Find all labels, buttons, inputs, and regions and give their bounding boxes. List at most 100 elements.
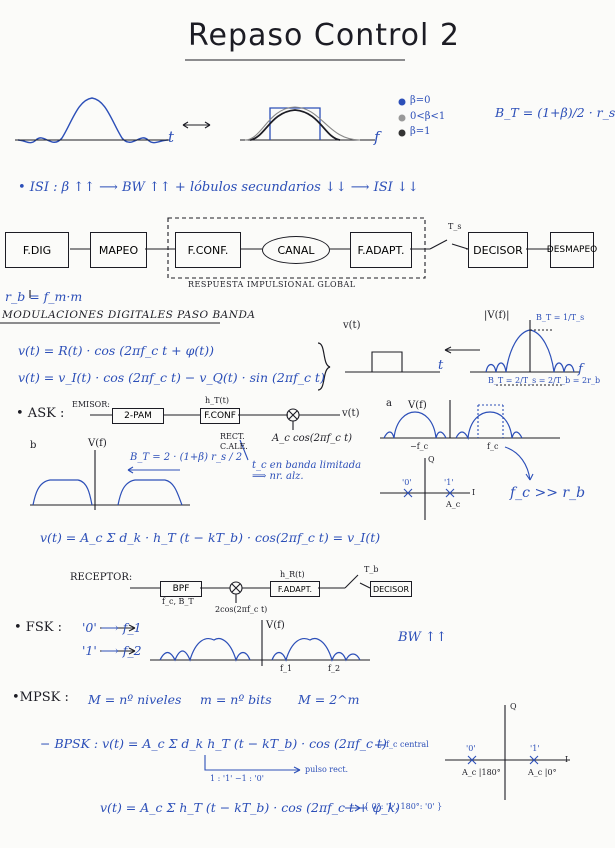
rx-lines — [130, 582, 371, 589]
drawing-layer — [0, 59, 580, 812]
ask-output-eq: v(t) = A_c Σ d_k · h_T (t − kT_b) · cos(… — [40, 530, 381, 545]
sampler-switch — [429, 239, 448, 250]
rx-bpf-sub: f_c, B_T — [162, 597, 194, 606]
bpsk-pulse: pulso rect. — [305, 765, 349, 774]
fourier-arrow — [182, 121, 211, 129]
impulse-dashed-box — [167, 217, 426, 279]
mpsk-levels: M = nº niveles — [88, 692, 182, 707]
equation-brace — [317, 342, 331, 391]
vt-rect-pulse — [371, 351, 403, 372]
ask-bb-vf: V(f) — [88, 438, 107, 449]
t-label-1: t — [168, 128, 175, 146]
bpsk-dk-map: 1 : '1' −1 : '0' — [210, 774, 264, 783]
bpsk-sym0-label: '0' — [466, 744, 476, 753]
ask-fconf-block: F.CONF — [200, 408, 240, 424]
bpsk-sym1 — [529, 755, 539, 765]
block-desmapeo: DESMAPEO — [547, 232, 597, 268]
ask-sym1 — [445, 488, 455, 498]
ask-carrier: A_c cos(2πf_c t) — [272, 433, 352, 444]
bpsk-sym0 — [467, 755, 477, 765]
isi-line: • ISI : β ↑↑ ⟶ BW ↑↑ + lóbulos secundari… — [18, 180, 419, 195]
ask-cale: C.ALE. — [220, 442, 248, 451]
phase-eq: v(t) = A_c Σ h_T (t − kT_b) · cos (2πf_c… — [100, 800, 400, 815]
ask-fc-neg: −f_c — [410, 442, 429, 451]
rx-sampler — [344, 574, 359, 589]
legend-dot-grey — [398, 114, 406, 122]
phase-map: { 0°: '1', 180°: '0' } — [364, 802, 443, 811]
legend-beta-mid: 0<β<1 — [410, 111, 446, 122]
ask-emisor: EMISOR: — [72, 400, 110, 409]
block-fadapt: F.ADAPT. — [350, 232, 412, 268]
ask-arrow-head — [525, 473, 534, 481]
spectrum-beta1 — [244, 106, 361, 141]
bpsk-pulse-arrow — [204, 755, 301, 774]
ask-note-arrow — [239, 439, 249, 461]
spectrum-beta-mid — [249, 109, 341, 141]
eq-polar: v(t) = R(t) · cos (2πf_c t + φ(t)) — [18, 343, 215, 358]
rx-decisor-block: DECISOR — [370, 581, 412, 597]
mpsk-relation: M = 2^m — [298, 692, 360, 707]
bpsk-ac180: A_c |180° — [462, 768, 501, 777]
block-chain-lines — [70, 243, 550, 250]
fsk-arrow-1 — [100, 647, 136, 655]
rx-lo: 2cos(2πf_c t) — [215, 605, 268, 614]
block-fconf: F.CONF. — [175, 232, 241, 268]
sinc-pulse — [17, 97, 169, 144]
ask-bb-bt-arrow — [127, 466, 180, 474]
sampler-ts: T_s — [448, 222, 462, 231]
block-mapeo: MAPEO — [90, 232, 147, 268]
f-label-2: f — [578, 362, 583, 377]
ask-q: Q — [428, 455, 435, 464]
bpsk-eq: − BPSK : v(t) = A_c Σ d_k h_T (t − kT_b)… — [40, 736, 387, 751]
bandwidth-formula: B_T = (1+β)/2 · r_s — [495, 105, 615, 120]
ask-pam-block: 2-PAM — [112, 408, 164, 424]
block-decisor: DECISOR — [468, 232, 528, 268]
ask-ac: A_c — [446, 500, 461, 509]
ask-note: t_c en banda limitada ⟹ nr. alz. — [252, 460, 362, 482]
ask-bt-marker — [477, 404, 504, 438]
fsk-neg-lobes — [159, 638, 251, 662]
fsk-pos-lobes — [271, 638, 361, 662]
ask-ht-label: h_T(t) — [205, 396, 229, 405]
fc-gt-rb: f_c >> r_b — [510, 485, 586, 501]
block-fdig: F.DIG — [5, 232, 69, 268]
fsk-f2: f_2 — [328, 664, 341, 673]
bpsk-fc-central: f_c central — [386, 740, 429, 749]
ask-multiplier-x — [288, 410, 298, 420]
rx-multiplier-x — [231, 583, 241, 593]
fsk-bw: BW ↑↑ — [398, 630, 447, 645]
ask-bt: B_T = 2 · (1+β) r_s / 2 — [130, 452, 243, 463]
rx-tb: T_b — [364, 565, 379, 574]
fsk-f1: f_1 — [280, 664, 293, 673]
fsk-map0: '0' ⟶ f_1 — [82, 620, 142, 635]
ft-amp-label: |V(f)| — [484, 310, 510, 321]
ask-vf: V(f) — [408, 400, 427, 411]
ask-circ-a: a — [386, 398, 392, 409]
section-title: MODULACIONES DIGITALES PASO BANDA — [2, 309, 256, 321]
rx-hr: h_R(t) — [280, 570, 305, 579]
rx-bpf-block: BPF — [160, 581, 202, 597]
fsk-map1: '1' ⟶ f_2 — [82, 643, 142, 658]
mpsk-bits: m = nº bits — [200, 692, 272, 707]
ask-out: v(t) — [342, 408, 360, 419]
ask-bb-pos — [117, 479, 183, 506]
ask-fc-pos: f_c — [487, 442, 499, 451]
block-canal: CANAL — [262, 236, 330, 264]
ask-circ-b: b — [30, 440, 37, 451]
legend-beta1: β=1 — [410, 126, 431, 137]
ask-sym0 — [403, 488, 413, 498]
ask-neg-lobe — [383, 411, 447, 439]
fsk-arrow-0 — [100, 624, 136, 632]
bpsk-sym1-label: '1' — [530, 744, 540, 753]
legend-beta0: β=0 — [410, 95, 431, 106]
phase-arrow — [345, 804, 361, 812]
vt-fourier-arrow — [444, 346, 480, 354]
f-label-1: f — [374, 128, 380, 146]
mpsk-label: •MPSK : — [12, 690, 69, 705]
impulse-label: RESPUESTA IMPULSIONAL GLOBAL — [188, 280, 356, 289]
fsk-vf: V(f) — [266, 620, 285, 631]
bt-wide-label: B_T = 2/T_s = 2/T_b = 2r_b — [488, 376, 601, 385]
bpsk-i: I — [565, 755, 569, 764]
ask-sym0-label: '0' — [402, 478, 412, 487]
rx-fadapt-block: F.ADAPT. — [270, 581, 320, 597]
